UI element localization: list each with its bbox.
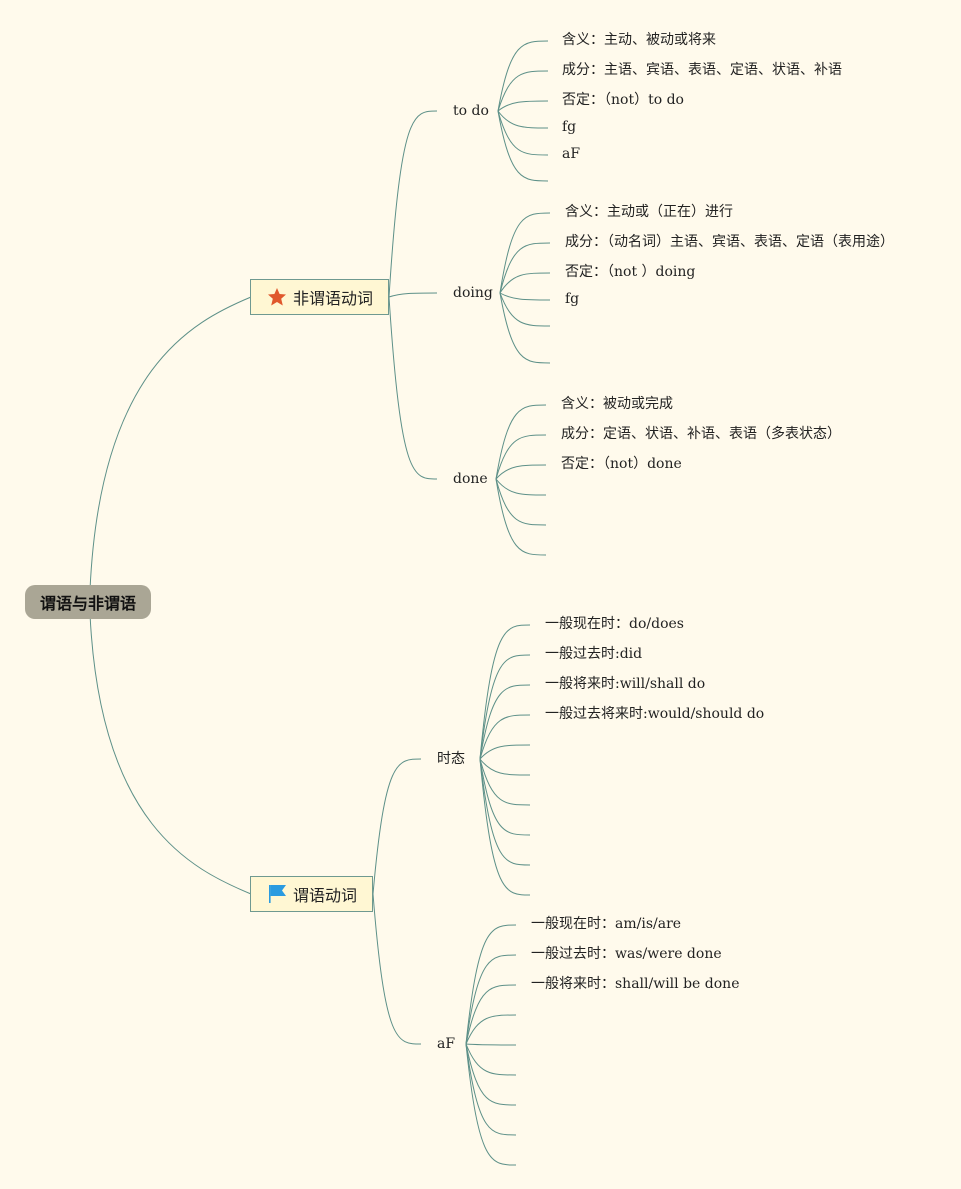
branch-non-predicate-verbs[interactable]: 非谓语动词 [250,279,389,315]
connector-line [465,1043,517,1136]
star-icon [268,288,286,306]
connector-line [465,1014,517,1045]
connector-line [372,758,422,895]
leaf-topic[interactable]: 一般将来时：shall/will be done [531,976,740,992]
leaf-topic[interactable]: 一般过去将来时:would/should do [545,706,765,722]
leaf-topic[interactable]: aF [562,146,581,162]
branch-predicate-verbs[interactable]: 谓语动词 [250,876,373,912]
connector-line [479,654,531,760]
leaf-topic[interactable]: 成分：定语、状语、补语、表语（多表状态） [561,426,841,442]
connector-line [89,613,252,895]
leaf-topic[interactable]: 否定：（not）done [561,456,682,472]
leaf-topic[interactable]: fg [562,119,577,135]
connector-line [479,744,531,760]
leaf-topic[interactable]: 含义：被动或完成 [561,396,673,412]
root-topic[interactable]: 谓语与非谓语 [25,585,151,619]
leaf-topic[interactable]: 一般现在时：am/is/are [531,916,682,932]
connector-line [499,292,551,364]
leaf-topic[interactable]: 一般过去时：was/were done [531,946,722,962]
connector-line [499,242,551,294]
connector-line [388,110,438,298]
connector-line [479,624,531,760]
leaf-topic[interactable]: 一般过去时:did [545,646,643,662]
connector-line [465,1043,517,1166]
connector-line [495,478,547,526]
leaf-topic[interactable]: 含义：主动、被动或将来 [562,32,716,48]
connector-line [479,758,531,866]
connector-line [497,110,549,129]
branch-label: 非谓语动词 [293,289,374,308]
connector-line [465,984,517,1045]
connector-line [479,758,531,836]
flag-icon [269,885,286,903]
subtopic-tense[interactable]: 时态 [437,751,465,767]
connector-line [89,296,252,591]
connector-line [465,1043,517,1076]
connector-line [465,954,517,1045]
leaf-topic[interactable]: 否定：（not ）doing [565,264,696,280]
leaf-topic[interactable]: 一般将来时:will/shall do [545,676,706,692]
subtopic-to-do[interactable]: to do [453,103,489,119]
connector-line [479,758,531,896]
connector-line [499,292,551,327]
connector-line [479,758,531,806]
connector-line [388,292,438,298]
connector-line [495,478,547,496]
leaf-topic[interactable]: 成分：主语、宾语、表语、定语、状语、补语 [562,62,842,78]
branch-label: 谓语动词 [293,886,358,905]
connector-line [479,758,531,776]
connector-line [372,893,422,1045]
connector-line [495,404,547,480]
connector-line [499,292,551,301]
connector-line [497,100,549,112]
leaf-topic[interactable]: 否定：（not）to do [562,92,684,108]
leaf-topic[interactable]: fg [565,291,580,307]
subtopic-af[interactable]: aF [437,1036,456,1052]
connector-line [499,212,551,294]
connector-line [497,110,549,156]
leaf-topic[interactable]: 含义：主动或（正在）进行 [565,204,733,220]
connector-line [497,70,549,112]
connector-line [465,1043,517,1106]
connector-line [465,1043,517,1046]
leaf-topic[interactable]: 成分：（动名词）主语、宾语、表语、定语（表用途） [565,234,894,250]
connector-line [479,684,531,760]
subtopic-doing[interactable]: doing [453,285,493,301]
subtopic-done[interactable]: done [453,471,488,487]
connector-line [497,40,549,112]
connector-line [497,110,549,182]
leaf-topic[interactable]: 一般现在时：do/does [545,616,684,632]
connector-line [499,272,551,294]
connector-line [495,434,547,480]
connector-line [495,464,547,480]
connector-line [388,296,438,480]
connector-line [495,478,547,556]
connector-line [465,924,517,1045]
connector-line [479,714,531,760]
